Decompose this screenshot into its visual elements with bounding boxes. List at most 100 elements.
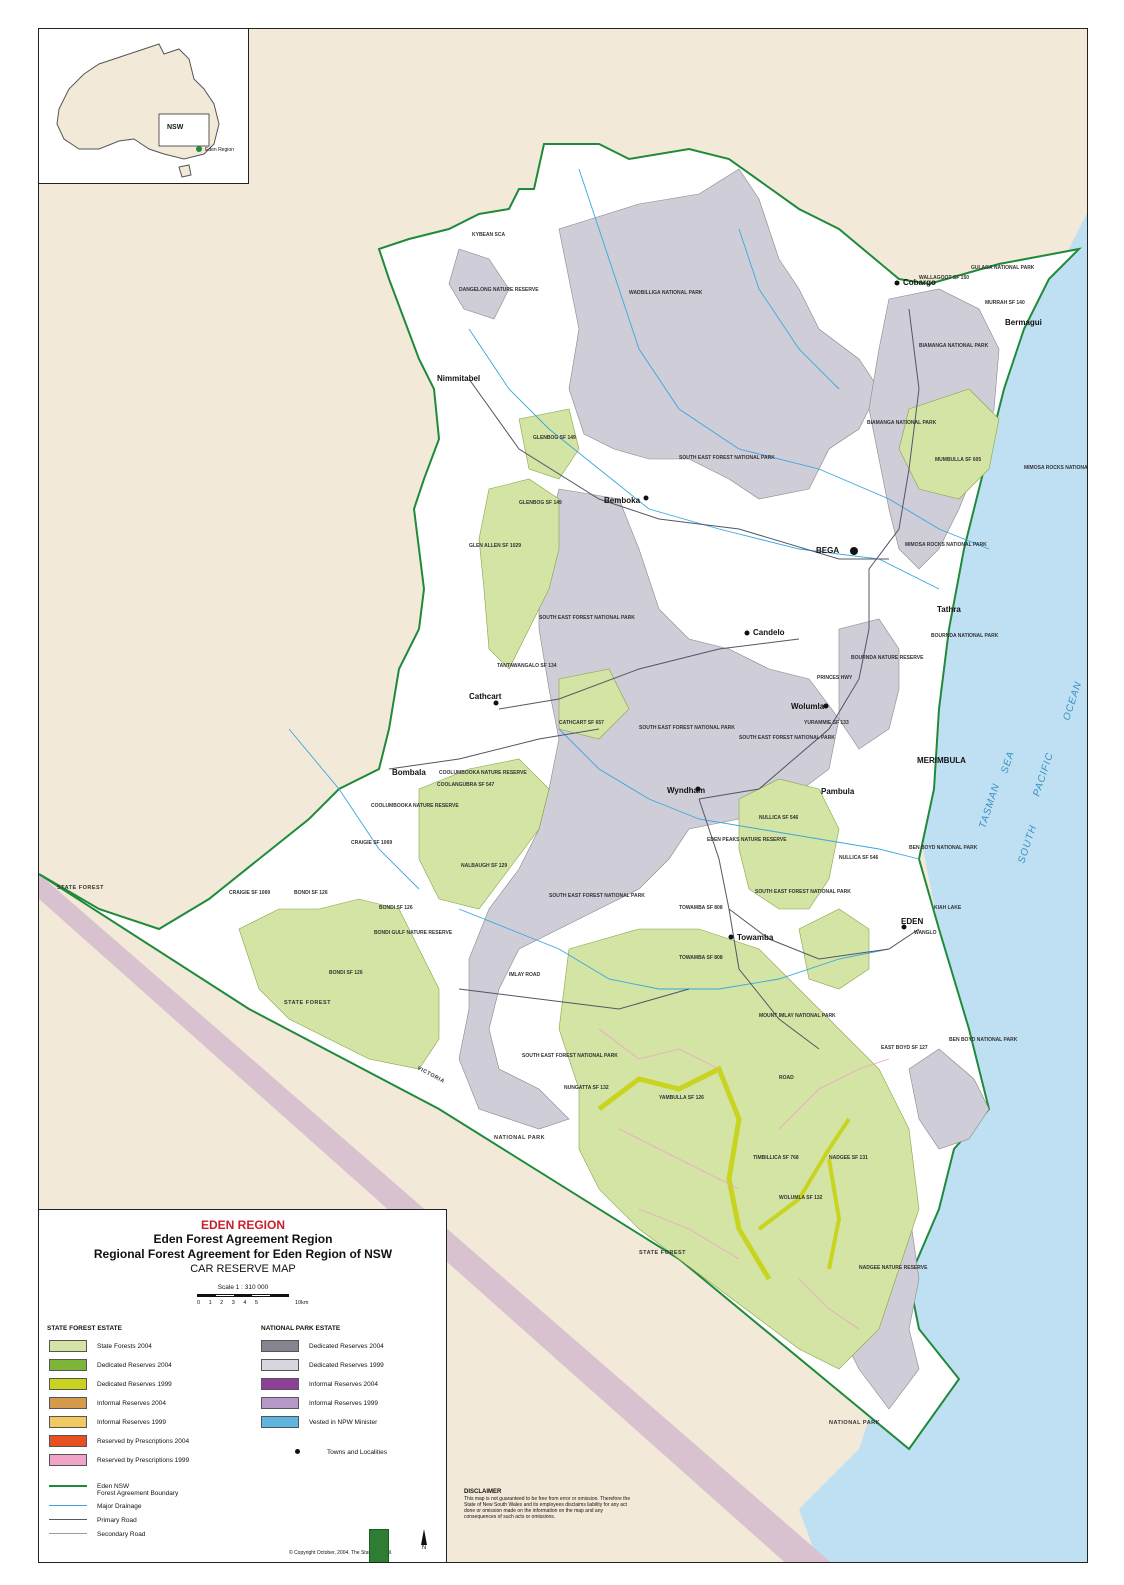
legend-label: Informal Reserves 2004 [97, 1400, 167, 1407]
svg-text:BIAMANGA NATIONAL PARK: BIAMANGA NATIONAL PARK [867, 420, 937, 426]
state-forest-area [738, 778, 840, 910]
line-legend-item: Primary Road [49, 1514, 249, 1528]
legend-label: Vested in NPW Minister [309, 1419, 378, 1426]
copyright-text: © Copyright October, 2004. The State of … [289, 1550, 393, 1556]
svg-text:MOUNT IMLAY NATIONAL PARK: MOUNT IMLAY NATIONAL PARK [759, 1013, 836, 1019]
legend-item: Dedicated Reserves 2004 [261, 1340, 441, 1354]
svg-text:BEN BOYD NATIONAL PARK: BEN BOYD NATIONAL PARK [909, 845, 978, 851]
dedicated-reserve-strip [597, 1065, 772, 1281]
legend-label: Dedicated Reserves 1999 [309, 1362, 384, 1369]
svg-text:TOWAMBA SF 808: TOWAMBA SF 808 [679, 905, 723, 911]
dedicated-reserve-strip [757, 1117, 851, 1231]
edge-label: NATIONAL PARK [494, 1135, 545, 1141]
national-park-estate-heading: NATIONAL PARK ESTATE [261, 1325, 341, 1332]
line-legend-item: Secondary Road [49, 1528, 249, 1542]
svg-text:TOWAMBA SF 808: TOWAMBA SF 808 [679, 955, 723, 961]
svg-text:BOURNDA NATIONAL PARK: BOURNDA NATIONAL PARK [931, 633, 999, 639]
svg-text:COOLUMBOOKA NATURE RESERVE: COOLUMBOOKA NATURE RESERVE [439, 770, 527, 776]
legend-label: Informal Reserves 1999 [309, 1400, 379, 1407]
legend-label: Dedicated Reserves 1999 [97, 1381, 172, 1388]
legend-sublabel: Forest Agreement Boundary [97, 1490, 179, 1497]
svg-text:SOUTH EAST FOREST NATIONAL PAR: SOUTH EAST FOREST NATIONAL PARK [755, 889, 851, 895]
town-label: Candelo [753, 628, 785, 637]
eden-region-label: Eden Region [205, 147, 234, 153]
legend-item: Informal Reserves 1999 [49, 1416, 249, 1430]
svg-text:NUNGATTA SF 132: NUNGATTA SF 132 [564, 1085, 609, 1091]
legend-item: Informal Reserves 2004 [261, 1378, 441, 1392]
inset-map: NSW Eden Region [39, 29, 249, 184]
svg-text:WALLAGOOT SF 150: WALLAGOOT SF 150 [919, 275, 969, 281]
svg-text:NULLICA SF 546: NULLICA SF 546 [759, 815, 798, 821]
legend-item: Informal Reserves 1999 [261, 1397, 441, 1411]
svg-text:SOUTH EAST FOREST NATIONAL PAR: SOUTH EAST FOREST NATIONAL PARK [639, 725, 735, 731]
state-forest-area [238, 898, 440, 1070]
town-label: Bermagui [1005, 318, 1042, 327]
national-park-area [558, 168, 880, 500]
legend-swatch [49, 1435, 87, 1447]
map-legend: EDEN REGION Eden Forest Agreement Region… [39, 1209, 447, 1562]
nsw-box [158, 113, 210, 147]
national-park-area [908, 1048, 990, 1150]
town-label: Bombala [392, 768, 426, 777]
legend-label: Dedicated Reserves 2004 [309, 1343, 384, 1350]
legend-label: Reserved by Prescriptions 1999 [97, 1457, 190, 1464]
svg-text:GLEN ALLEN SF 1029: GLEN ALLEN SF 1029 [469, 543, 521, 549]
svg-text:KIAH LAKE: KIAH LAKE [934, 905, 962, 911]
town-label: Cobargo [903, 278, 936, 287]
svg-text:BONDI SF 126: BONDI SF 126 [294, 890, 328, 896]
legend-label: Primary Road [97, 1517, 137, 1524]
legend-item: Dedicated Reserves 1999 [261, 1359, 441, 1373]
svg-text:BONDI SF 126: BONDI SF 126 [329, 970, 363, 976]
town-label: MERIMBULA [917, 756, 966, 765]
prescription-lines [598, 1028, 890, 1330]
svg-text:SOUTH EAST FOREST NATIONAL PAR: SOUTH EAST FOREST NATIONAL PARK [739, 735, 835, 741]
legend-label: Informal Reserves 2004 [309, 1381, 379, 1388]
town-markers [493, 280, 907, 940]
north-arrow-icon: N [419, 1529, 429, 1551]
legend-line-swatch [49, 1485, 87, 1487]
nsw-label: NSW [167, 124, 184, 131]
drainage-lines [288, 168, 990, 990]
scale-ticks: 0 1 2 3 4 5 [197, 1300, 262, 1306]
legend-label: State Forests 2004 [97, 1343, 152, 1350]
svg-text:NULLICA SF 546: NULLICA SF 546 [839, 855, 878, 861]
svg-text:GULAGA NATIONAL PARK: GULAGA NATIONAL PARK [971, 265, 1035, 271]
town-label: Nimmitabel [437, 374, 480, 383]
svg-text:EAST BOYD SF 127: EAST BOYD SF 127 [881, 1045, 928, 1051]
towns-legend-label: Towns and Localities [327, 1449, 387, 1456]
legend-swatch [49, 1416, 87, 1428]
legend-line-swatch [49, 1519, 87, 1520]
svg-text:SOUTH EAST FOREST NATIONAL PAR: SOUTH EAST FOREST NATIONAL PARK [522, 1053, 618, 1059]
legend-label: Reserved by Prescriptions 2004 [97, 1438, 190, 1445]
disclaimer: DISCLAIMER This map is not guaranteed to… [464, 1489, 634, 1520]
svg-text:BIAMANGA NATIONAL PARK: BIAMANGA NATIONAL PARK [919, 343, 989, 349]
state-forest-area [558, 668, 630, 740]
state-forest-area [898, 388, 1000, 500]
eden-region-marker [196, 146, 202, 152]
town-label: Wyndham [667, 786, 705, 795]
scale-end-label: 10km [295, 1300, 309, 1306]
svg-text:GLENBOG SF 149: GLENBOG SF 149 [519, 500, 562, 506]
legend-label: Major Drainage [97, 1503, 142, 1510]
svg-text:MURRAH SF 140: MURRAH SF 140 [985, 300, 1025, 306]
svg-text:WADBILLIGA NATIONAL PARK: WADBILLIGA NATIONAL PARK [629, 290, 703, 296]
svg-text:SOUTH EAST FOREST NATIONAL PAR: SOUTH EAST FOREST NATIONAL PARK [539, 615, 635, 621]
svg-text:SOUTH EAST FOREST NATIONAL PAR: SOUTH EAST FOREST NATIONAL PARK [549, 893, 645, 899]
town-label: Tathra [937, 605, 961, 614]
town-label: Cathcart [469, 692, 502, 701]
legend-swatch [261, 1378, 299, 1390]
legend-title-2: Regional Forest Agreement for Eden Regio… [93, 1247, 393, 1261]
legend-label: Dedicated Reserves 2004 [97, 1362, 172, 1369]
national-park-area [838, 618, 900, 750]
legend-line-swatch [49, 1533, 87, 1534]
legend-swatch [49, 1378, 87, 1390]
state-forest-estate-heading: STATE FOREST ESTATE [47, 1325, 122, 1332]
state-forest-area [518, 408, 580, 480]
legend-swatch [261, 1416, 299, 1428]
legend-item: Informal Reserves 2004 [49, 1397, 249, 1411]
forests-nsw-logo [369, 1529, 389, 1562]
edge-label: STATE FOREST [57, 885, 104, 891]
legend-label: Eden NSW [97, 1483, 130, 1490]
legend-swatch [49, 1454, 87, 1466]
